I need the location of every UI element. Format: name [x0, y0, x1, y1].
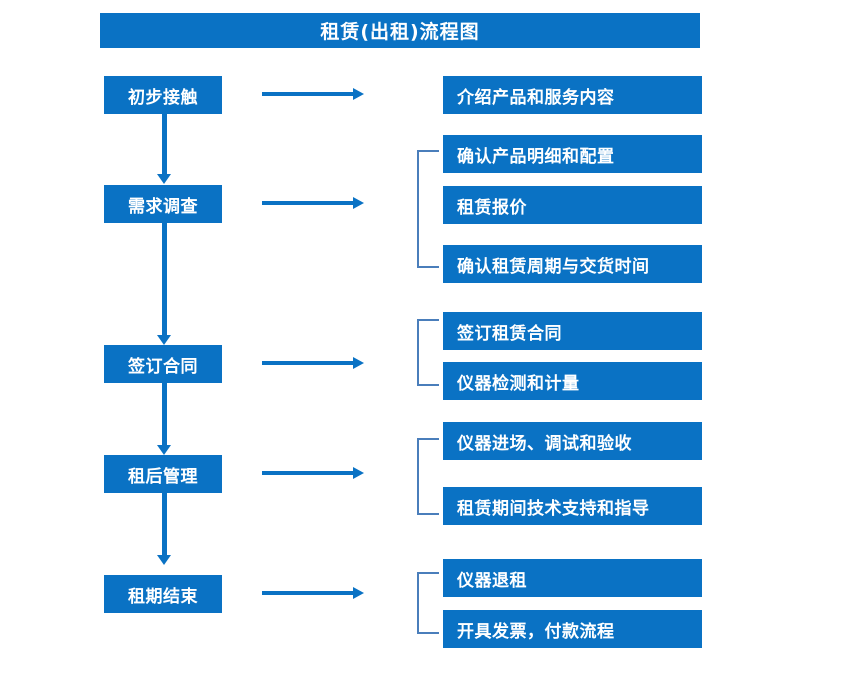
- arrow-head-icon: [157, 555, 171, 565]
- detail-box-3-2[interactable]: 仪器检测和计量: [443, 362, 702, 400]
- bracket-group-4: [417, 438, 439, 515]
- arrow-shaft: [162, 223, 167, 335]
- diagram-title: 租赁(出租)流程图: [100, 13, 700, 48]
- arrow-head-icon: [157, 445, 171, 455]
- arrow-head-icon: [353, 467, 364, 479]
- arrow-shaft: [162, 383, 167, 445]
- arrow-shaft: [262, 591, 354, 595]
- arrow-head-icon: [353, 88, 364, 100]
- stage-box-2[interactable]: 需求调查: [104, 185, 222, 223]
- stage-box-1[interactable]: 初步接触: [104, 76, 222, 114]
- arrow-head-icon: [353, 357, 364, 369]
- arrow-head-icon: [353, 587, 364, 599]
- detail-box-2-3[interactable]: 确认租赁周期与交货时间: [443, 245, 702, 283]
- arrow-right-1: [262, 85, 364, 103]
- arrow-right-3: [262, 354, 364, 372]
- arrow-head-icon: [157, 335, 171, 345]
- detail-box-4-2[interactable]: 租赁期间技术支持和指导: [443, 487, 702, 525]
- detail-box-4-1[interactable]: 仪器进场、调试和验收: [443, 422, 702, 460]
- arrow-down-2: [157, 223, 171, 345]
- arrow-shaft: [262, 92, 354, 96]
- arrow-shaft: [262, 361, 354, 365]
- bracket-group-3: [417, 319, 439, 386]
- detail-box-5-1[interactable]: 仪器退租: [443, 559, 702, 597]
- arrow-shaft: [262, 201, 354, 205]
- arrow-down-1: [157, 114, 171, 184]
- arrow-head-icon: [157, 174, 171, 184]
- arrow-right-4: [262, 464, 364, 482]
- stage-box-4[interactable]: 租后管理: [104, 455, 222, 493]
- arrow-shaft: [162, 114, 167, 174]
- arrow-head-icon: [353, 197, 364, 209]
- stage-box-3[interactable]: 签订合同: [104, 345, 222, 383]
- arrow-down-3: [157, 383, 171, 455]
- detail-box-3-1[interactable]: 签订租赁合同: [443, 312, 702, 350]
- bracket-group-5: [417, 572, 439, 634]
- bracket-group-2: [417, 150, 439, 268]
- arrow-down-4: [157, 493, 171, 565]
- detail-box-5-2[interactable]: 开具发票，付款流程: [443, 610, 702, 648]
- arrow-right-2: [262, 194, 364, 212]
- detail-box-2-2[interactable]: 租赁报价: [443, 186, 702, 224]
- arrow-right-5: [262, 584, 364, 602]
- stage-box-5[interactable]: 租期结束: [104, 575, 222, 613]
- arrow-shaft: [162, 493, 167, 555]
- arrow-shaft: [262, 471, 354, 475]
- detail-box-1-1[interactable]: 介绍产品和服务内容: [443, 76, 702, 114]
- detail-box-2-1[interactable]: 确认产品明细和配置: [443, 135, 702, 173]
